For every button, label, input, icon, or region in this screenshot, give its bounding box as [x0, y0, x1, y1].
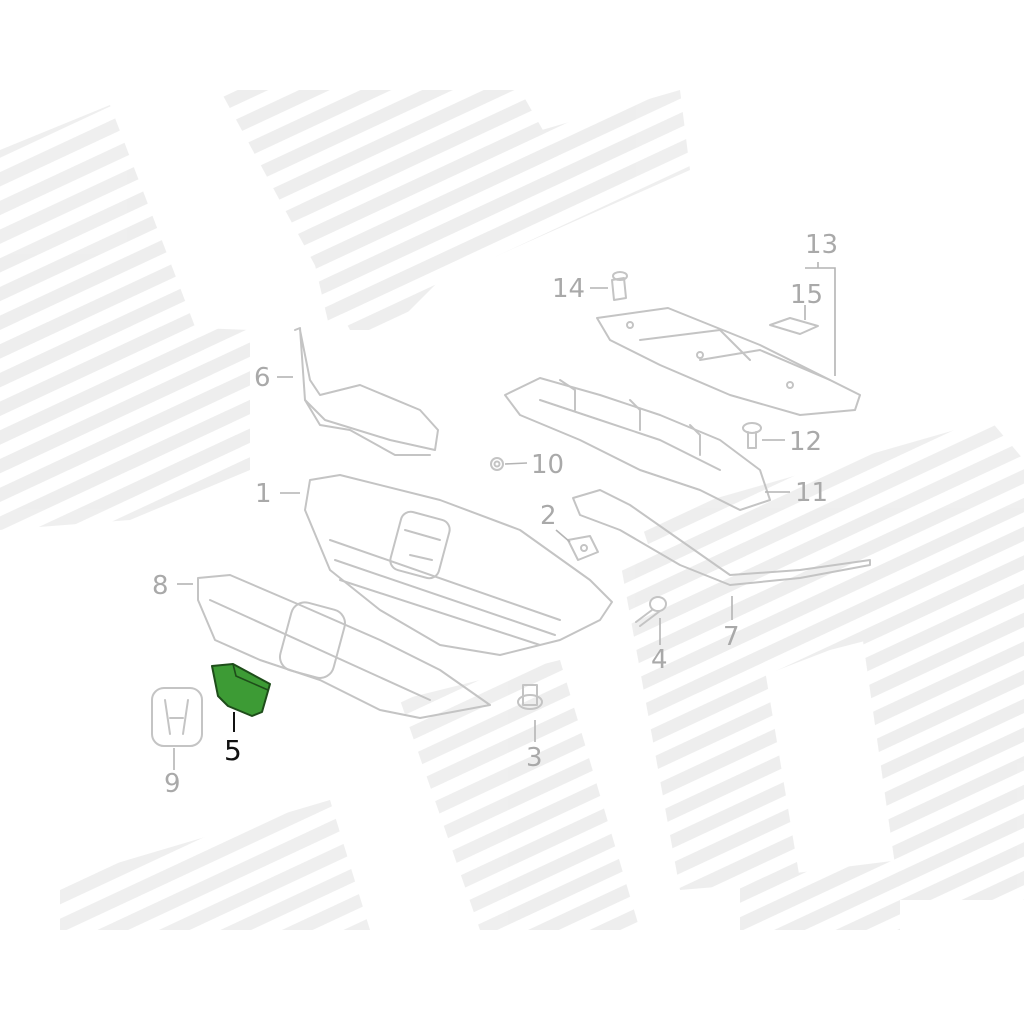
part-upper-frame[interactable] [504, 377, 771, 511]
part-screw[interactable] [742, 422, 762, 449]
part-molding[interactable] [572, 489, 871, 586]
part-grille-cover[interactable] [197, 574, 491, 719]
watermark [0, 90, 1024, 930]
part-bolt[interactable] [635, 596, 667, 627]
part-top-cover[interactable] [596, 307, 861, 416]
callout-10: 10 [531, 450, 564, 480]
callout-4: 4 [651, 645, 668, 675]
callout-1: 1 [255, 479, 272, 509]
part-grille-base[interactable] [304, 474, 613, 656]
callout-9: 9 [164, 769, 181, 799]
part-fastener[interactable] [517, 684, 543, 710]
callout-12: 12 [789, 427, 822, 457]
part-clip[interactable] [567, 535, 599, 561]
callout-11: 11 [795, 478, 828, 508]
callout-7: 7 [723, 622, 740, 652]
callout-6: 6 [254, 363, 271, 393]
part-clip-top[interactable] [611, 271, 628, 301]
callout-5: 5 [224, 734, 242, 767]
part-grille-bracket[interactable] [211, 663, 271, 717]
callout-3: 3 [526, 743, 543, 773]
callout-13: 13 [805, 230, 838, 260]
callouts: 1 2 3 4 5 6 7 8 9 10 11 12 13 14 15 [152, 230, 838, 799]
callout-15: 15 [790, 280, 823, 310]
part-label-plate[interactable] [769, 317, 819, 335]
part-emblem[interactable] [151, 687, 203, 747]
part-nut[interactable] [490, 457, 504, 471]
callout-14: 14 [552, 274, 585, 304]
callout-8: 8 [152, 571, 169, 601]
leader-lines [173, 262, 836, 770]
part-side-bracket[interactable] [294, 327, 439, 456]
callout-2: 2 [540, 501, 557, 531]
